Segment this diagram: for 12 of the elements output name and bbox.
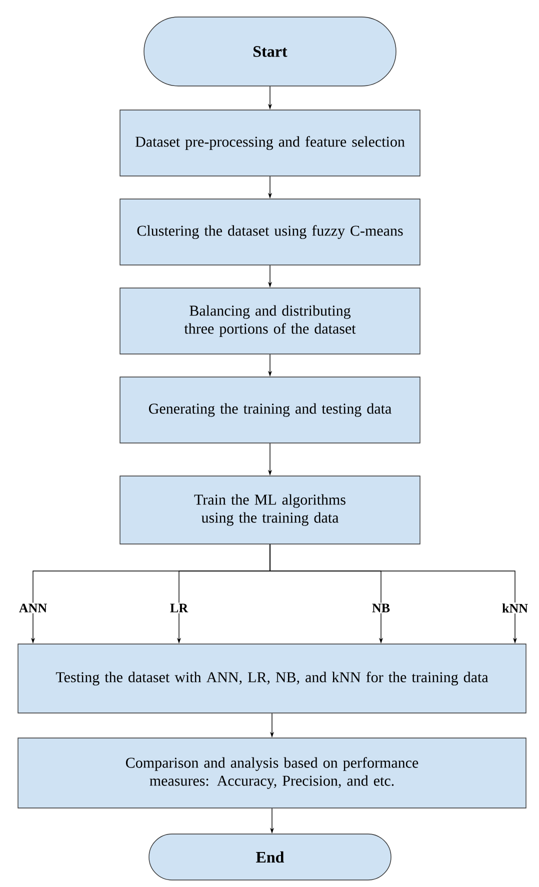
- edge-label: NB: [370, 602, 392, 614]
- process-box: Balancing and distributing three portions of the dataset: [120, 288, 420, 354]
- edge-label: ANN: [18, 602, 48, 614]
- process-box: Comparison and analysis based on performance measures: Accuracy, Precision, and etc.: [18, 738, 526, 808]
- edge-label: kNN: [501, 602, 529, 614]
- terminal-oval: End: [148, 834, 392, 880]
- process-box: Dataset pre-processing and feature selection: [120, 110, 420, 176]
- process-box: Train the ML algorithms using the training data: [120, 476, 420, 544]
- process-box: Clustering the dataset using fuzzy C-means: [120, 198, 420, 266]
- process-box: Generating the training and testing data: [120, 376, 420, 444]
- process-box: Testing the dataset with ANN, LR, NB, and kNN for the training data: [18, 644, 526, 714]
- edge-label: LR: [168, 602, 190, 614]
